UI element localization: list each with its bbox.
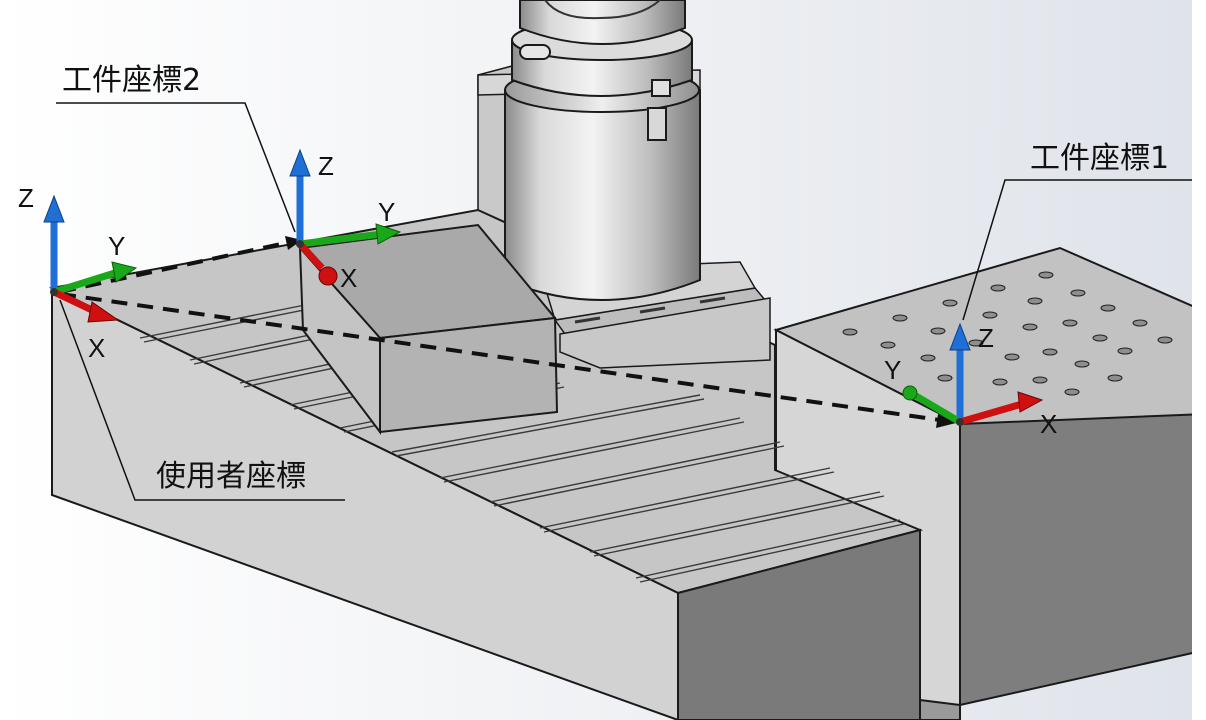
axis-label-user-y: Y [108,231,126,261]
axis-label-wp2-z: Z [318,151,334,181]
axis-label-wp1-z: Z [978,323,994,353]
axis-label-wp2-x: X [340,263,358,293]
right-block-holes [842,271,1173,408]
axis-label-user-z: Z [18,183,34,213]
leader-wp2 [56,102,296,233]
dashed-path-user-to-wp2 [59,240,291,294]
leader-wp1 [962,179,1198,321]
axis-label-user-x: X [88,333,106,363]
frame-workpiece-2 [289,148,402,286]
label-workpiece-coord-1: 工件座標1 [1030,141,1170,176]
frame-user [43,194,138,323]
robot-cylinder [504,0,701,301]
dashed-paths [59,240,941,422]
right-edge-strip [1192,0,1206,720]
frame-workpiece-1 [902,322,1044,426]
label-workpiece-coord-2: 工件座標2 [62,63,202,98]
leader-user [59,299,345,501]
axis-label-wp1-x: X [1040,409,1058,439]
axis-label-wp1-y: Y [884,355,902,385]
label-user-coord: 使用者座標 [156,459,306,494]
axis-label-wp2-y: Y [378,197,396,227]
callout-leaders [56,102,1198,501]
dashed-path-user-to-wp1 [59,292,941,422]
